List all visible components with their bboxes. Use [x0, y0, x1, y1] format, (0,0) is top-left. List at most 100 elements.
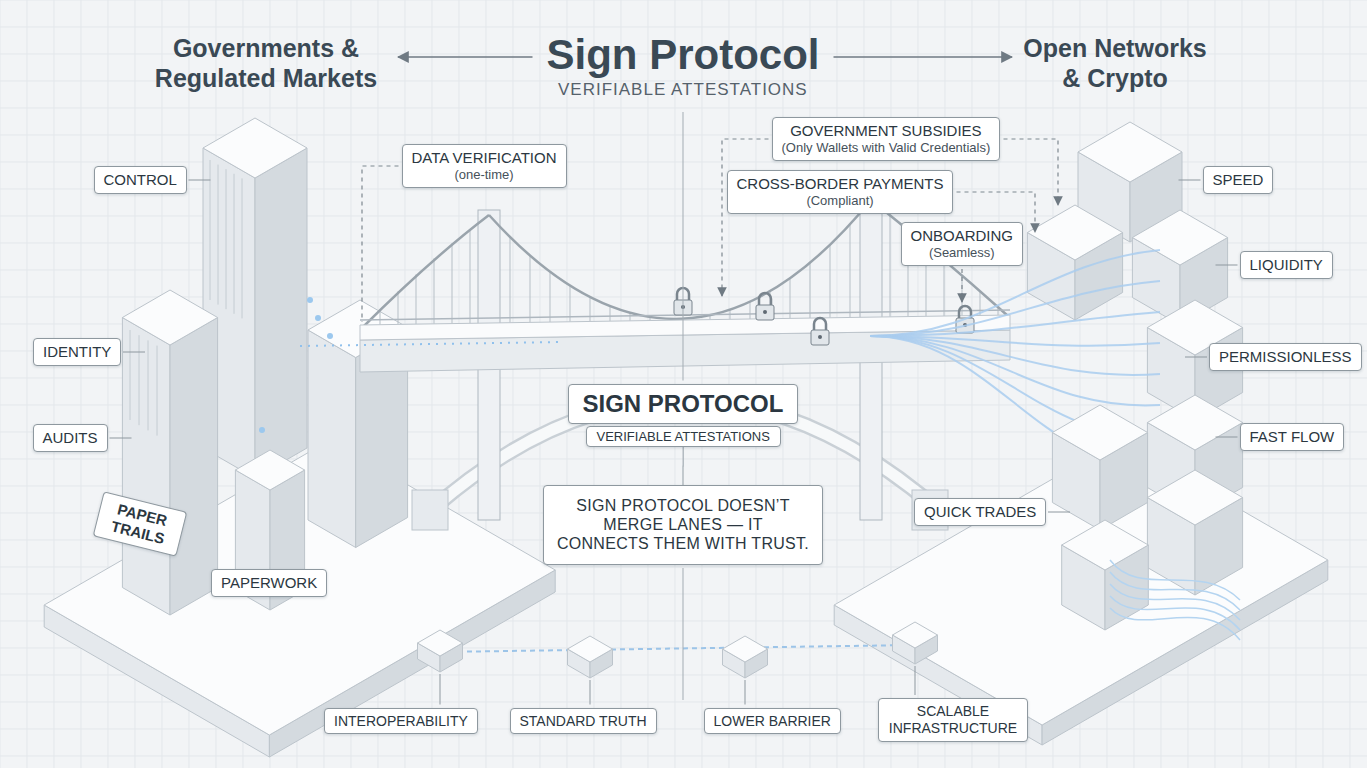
label-text: AUDITS [43, 429, 98, 447]
grid-line [0, 108, 1367, 109]
bridge-hanger [750, 301, 751, 319]
bridge-hanger [890, 215, 891, 316]
center-axis [683, 112, 684, 381]
label-text: SIGN PROTOCOL DOESN’T MERGE LANES — IT C… [556, 496, 810, 554]
padlock-shackle [759, 293, 771, 305]
feature-tag: FAST FLOW [1240, 423, 1345, 451]
data-path [300, 342, 560, 346]
callout-line [362, 166, 399, 322]
feature-tag: SPEED [1203, 166, 1274, 194]
grid-line [513, 0, 514, 768]
bridge-hanger [830, 244, 831, 318]
label-text: CONTROL [104, 171, 177, 189]
leader-line [745, 680, 746, 705]
data-flow [1110, 572, 1240, 610]
label-text: SPEED [1213, 171, 1264, 189]
bridge-hanger [470, 229, 471, 323]
feature-tag: IDENTITY [33, 338, 121, 366]
window-line [148, 340, 149, 430]
grid-line [0, 729, 1367, 730]
liquidity-cube-top-face [1132, 210, 1227, 265]
records-building-left-face [122, 318, 170, 616]
data-dot [315, 315, 321, 321]
feature-tag: AUDITS [33, 424, 108, 452]
direction-arrow [398, 56, 533, 58]
diagram-title: Sign Protocol [547, 30, 820, 80]
data-flow [1110, 608, 1240, 640]
note-box: SIGN PROTOCOL DOESN’T MERGE LANES — IT C… [543, 485, 823, 565]
grid-line [1269, 0, 1270, 768]
window-line [210, 160, 211, 300]
padlock [811, 318, 829, 345]
side-heading: Governments & Regulated Markets [126, 33, 406, 93]
leader-line [440, 674, 441, 705]
label-text: LIQUIDITY [1250, 256, 1323, 274]
liquidity-cube-top-face [1062, 520, 1149, 570]
padlock [756, 293, 774, 320]
leader-line [110, 438, 132, 439]
annex-building-left-face [308, 330, 356, 548]
bridge-hanger [790, 278, 791, 319]
feature-tag: QUICK TRADES [914, 498, 1046, 526]
paper-building-top-face [235, 450, 304, 490]
bridge-hanger [452, 243, 453, 323]
center-axis [683, 568, 684, 700]
callout-lines [110, 112, 1238, 705]
bridge-hanger [944, 260, 945, 316]
bridge-subbanner: VERIFIABLE ATTESTATIONS [586, 426, 781, 448]
leader-line [590, 680, 591, 705]
side-heading: Open Networks & Crypto [1017, 33, 1213, 93]
window-line [218, 165, 219, 305]
data-dot [259, 427, 265, 433]
grid-line [54, 0, 55, 768]
bridge-cable [362, 215, 489, 328]
callout-line [722, 139, 769, 296]
data-dot [327, 333, 333, 339]
label-text: VERIFIABLE ATTESTATIONS [597, 429, 770, 445]
leader-line [189, 180, 211, 181]
leader-line [1216, 265, 1238, 266]
callout-note: (Compliant) [737, 193, 944, 209]
callout-note: (Seamless) [911, 245, 1014, 261]
leader-line [123, 352, 145, 353]
data-dot [307, 297, 313, 303]
data-flow [1110, 560, 1240, 600]
feature-tag: PAPERWORK [211, 569, 327, 597]
connector [682, 447, 683, 485]
liquidity-cube-top-face [1027, 205, 1122, 260]
callout-note: (one-time) [412, 167, 557, 183]
grid-line [81, 0, 82, 768]
grid-line [1323, 0, 1324, 768]
module-cube-top-face [568, 636, 613, 662]
bridge-hanger [530, 256, 531, 322]
label-text: SIGN PROTOCOL [583, 390, 784, 419]
label-text: ONBOARDING [911, 227, 1014, 245]
bridge-hanger [510, 237, 511, 322]
bridge-hanger [590, 298, 591, 322]
bridge-hanger [416, 274, 417, 324]
bridge-hanger [550, 272, 551, 322]
liquidity-cube-top-face [1078, 122, 1182, 182]
tower-building-top-face [203, 118, 307, 178]
liquidity-cube-top-face [1147, 470, 1242, 525]
grid-line [1296, 0, 1297, 768]
leader-line [915, 666, 916, 695]
label-text: FAST FLOW [1250, 428, 1335, 446]
label-text: PERMISSIONLESS [1219, 348, 1352, 366]
label-text: CROSS-BORDER PAYMENTS [737, 175, 944, 193]
bridge-hanger [434, 258, 435, 324]
data-flow [870, 336, 1160, 467]
window-line [130, 330, 131, 420]
bridge-hanger [810, 262, 811, 318]
feature-tag: LIQUIDITY [1240, 251, 1333, 279]
benefit-tag: LOWER BARRIER [704, 708, 841, 735]
label-text: PAPER TRAILS [104, 499, 177, 550]
bridge-cable [489, 200, 871, 319]
module-cube-top-face [893, 622, 938, 648]
data-flow [870, 281, 1160, 336]
padlock-body [756, 305, 774, 320]
label-text: DATA VERIFICATION [412, 149, 557, 167]
leader-line [1185, 357, 1207, 358]
